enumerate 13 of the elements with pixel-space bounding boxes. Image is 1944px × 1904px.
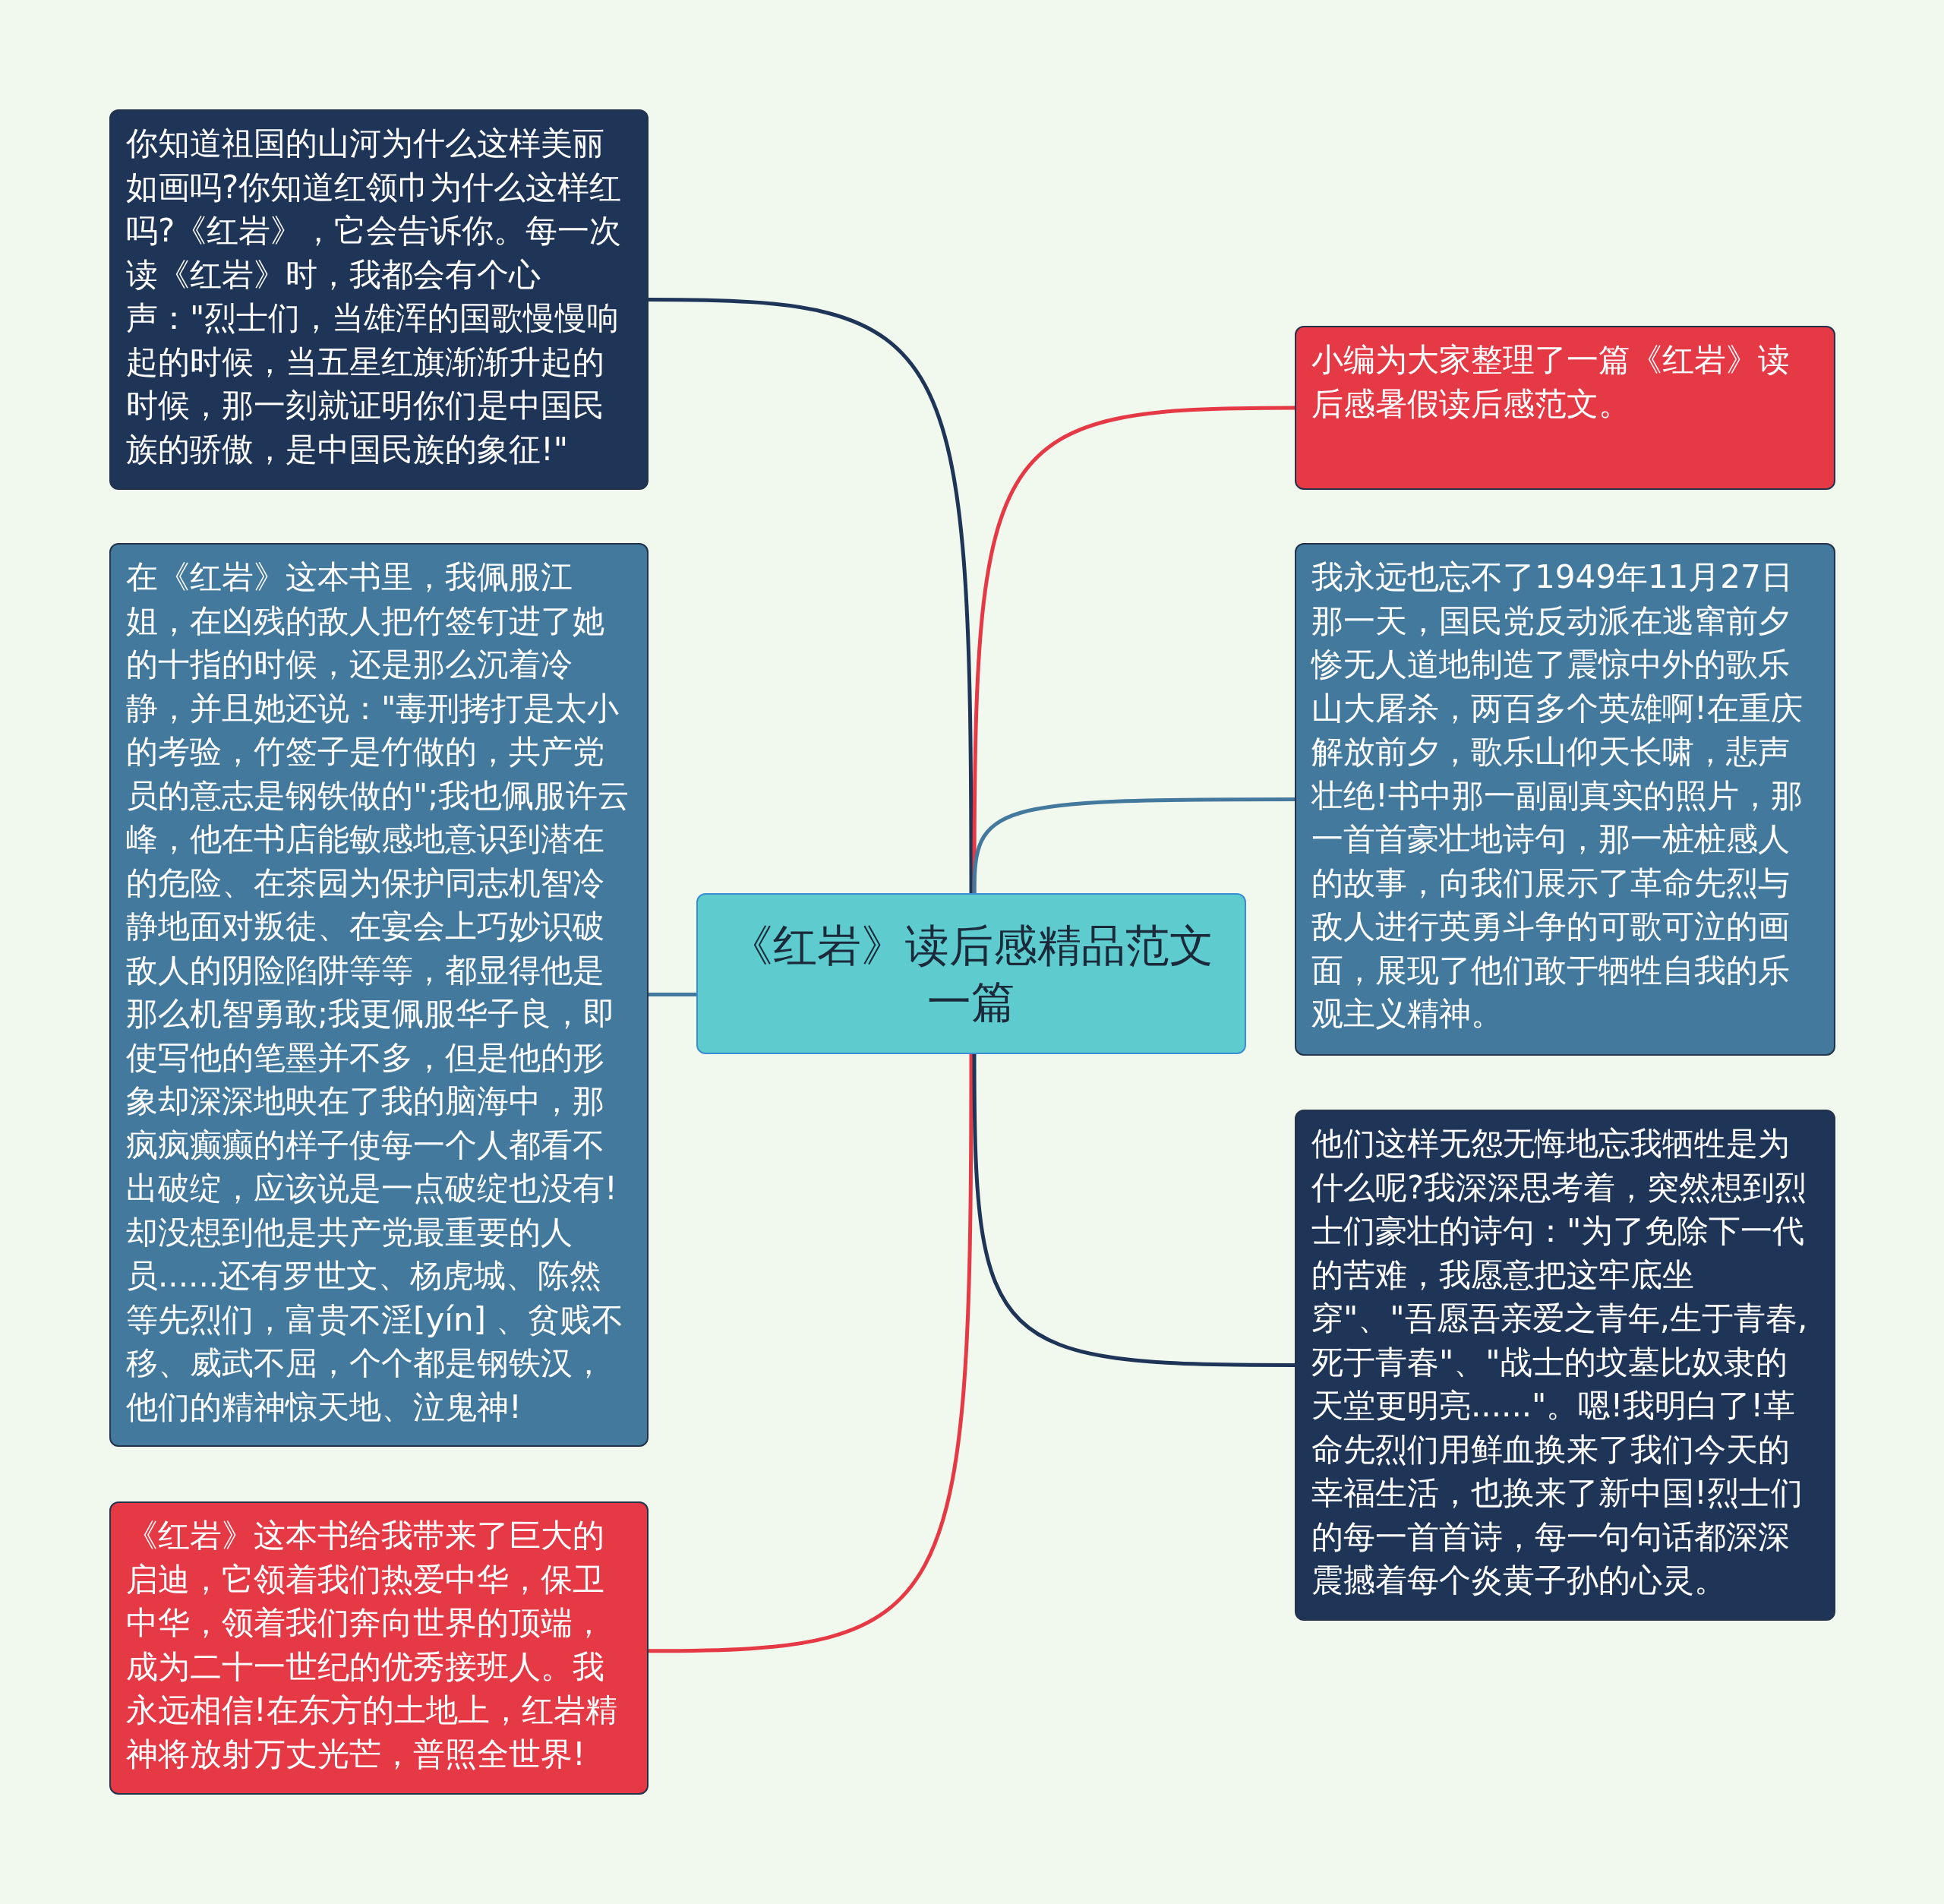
topic-box: 《红岩》读后感精品范文一篇 bbox=[696, 893, 1246, 1054]
connector-line bbox=[648, 1054, 974, 1653]
text-box: 《红岩》这本书给我带来了巨大的启迪，它领着我们热爱中华，保卫中华，领着我们奔向世界的顶端，成为二十一世纪的优秀接班人。我永远相信!在东方的土地上，红岩精神将放射万丈光芒，普照全世界! bbox=[109, 1501, 649, 1795]
connector-line bbox=[648, 298, 974, 893]
text-box: 他们这样无怨无悔地忘我牺牲是为什么呢?我深深思考着，突然想到烈士们豪壮的诗句："为了免除下一代的苦难，我愿意把这牢底坐穿"、"吾愿吾亲爱之青年,生于青春,死于青春"、"战士的坟墓比奴隶的天堂更明亮......"。嗯!我明白了!革命先烈们用鲜血换来了我们今天的幸福生活，也换来了新中国!烈士们的每一首首诗，每一句句话都深深震撼着每个炎黄子孙的心灵。 bbox=[1295, 1110, 1835, 1621]
text-box: 小编为大家整理了一篇《红岩》读后感暑假读后感范文。 bbox=[1295, 326, 1835, 490]
connector-line bbox=[649, 993, 696, 997]
text-box: 我永远也忘不了1949年11月27日那一天，国民党反动派在逃窜前夕惨无人道地制造了震惊中外的歌乐山大屠杀，两百多个英雄啊!在重庆解放前夕，歌乐山仰天长啸，悲声壮绝!书中那一副副真实的照片，那一首首豪壮地诗句，那一桩桩感人的故事，向我们展示了革命先烈与敌人进行英勇斗争的可歌可泣的画面，展现了他们敢于牺牲自我的乐观主义精神。 bbox=[1295, 543, 1835, 1056]
connector-line bbox=[972, 406, 1295, 893]
text-box: 在《红岩》这本书里，我佩服江姐，在凶残的敌人把竹签钉进了她的十指的时候，还是那么沉着冷静，并且她还说："毒刑拷打是太小的考验，竹签子是竹做的，共产党员的意志是钢铁做的";我也佩服许云峰，他在书店能敏感地意识到潜在的危险、在茶园为保护同志机智冷静地面对叛徒、在宴会上巧妙识破敌人的阴险陷阱等等，都显得他是那么机智勇敢;我更佩服华子良，即使写他的笔墨并不多，但是他的形象却深深地映在了我的脑海中，那疯疯癫癫的样子使每一个人都看不出破绽，应该说是一点破绽也没有!却没想到他是共产党最重要的人员......还有罗世文、杨虎城、陈然等先烈们，富贵不淫[yín] 、贫贱不移、威武不屈，个个都是钢铁汉，他们的精神惊天地、泣鬼神! bbox=[109, 543, 649, 1447]
text-box: 你知道祖国的山河为什么这样美丽如画吗?你知道红领巾为什么这样红吗?《红岩》，它会告诉你。每一次读《红岩》时，我都会有个心声："烈士们，当雄浑的国歌慢慢响起的时候，当五星红旗渐渐升起的时候，那一刻就证明你们是中国民族的骄傲，是中国民族的象征!" bbox=[109, 109, 649, 490]
connector-line bbox=[972, 797, 1295, 894]
connector-line bbox=[972, 1054, 1295, 1367]
